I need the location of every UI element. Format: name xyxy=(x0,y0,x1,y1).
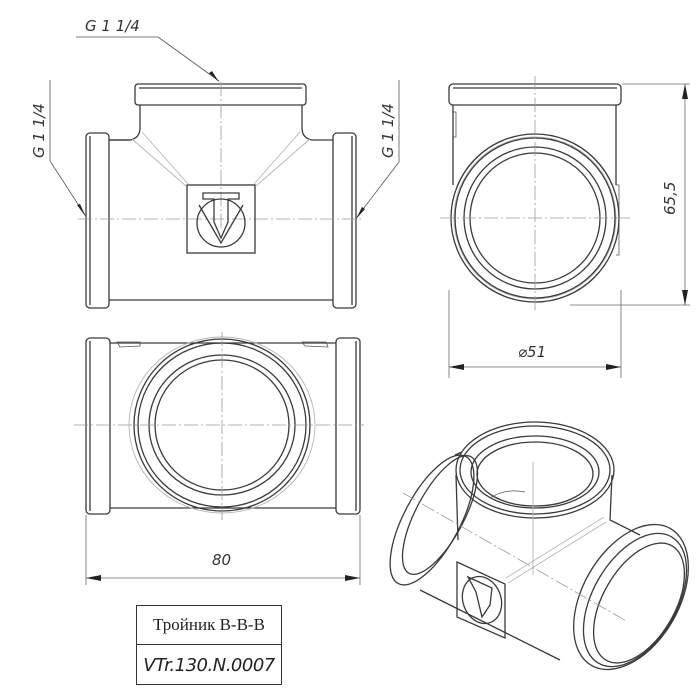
top-view: 80 xyxy=(74,332,364,585)
title-block: Тройник В-В-В VTr.130.N.0007 xyxy=(136,605,282,685)
front-view: G 1 1/4 G 1 1/4 G 1 1/4 xyxy=(30,17,400,309)
dimension-length: 80 xyxy=(212,551,231,569)
part-name: Тройник В-В-В xyxy=(137,606,281,645)
side-view: 65,5 ⌀51 xyxy=(440,76,690,378)
vt-logo-isometric-icon xyxy=(456,560,506,639)
thread-label-left: G 1 1/4 xyxy=(30,103,48,158)
thread-label-right: G 1 1/4 xyxy=(379,103,397,158)
isometric-view xyxy=(389,421,689,671)
dimension-height: 65,5 xyxy=(661,182,679,215)
vt-logo-icon xyxy=(186,184,256,254)
thread-label-top: G 1 1/4 xyxy=(85,17,140,35)
part-code: VTr.130.N.0007 xyxy=(143,654,275,676)
dimension-diameter: ⌀51 xyxy=(518,343,546,361)
